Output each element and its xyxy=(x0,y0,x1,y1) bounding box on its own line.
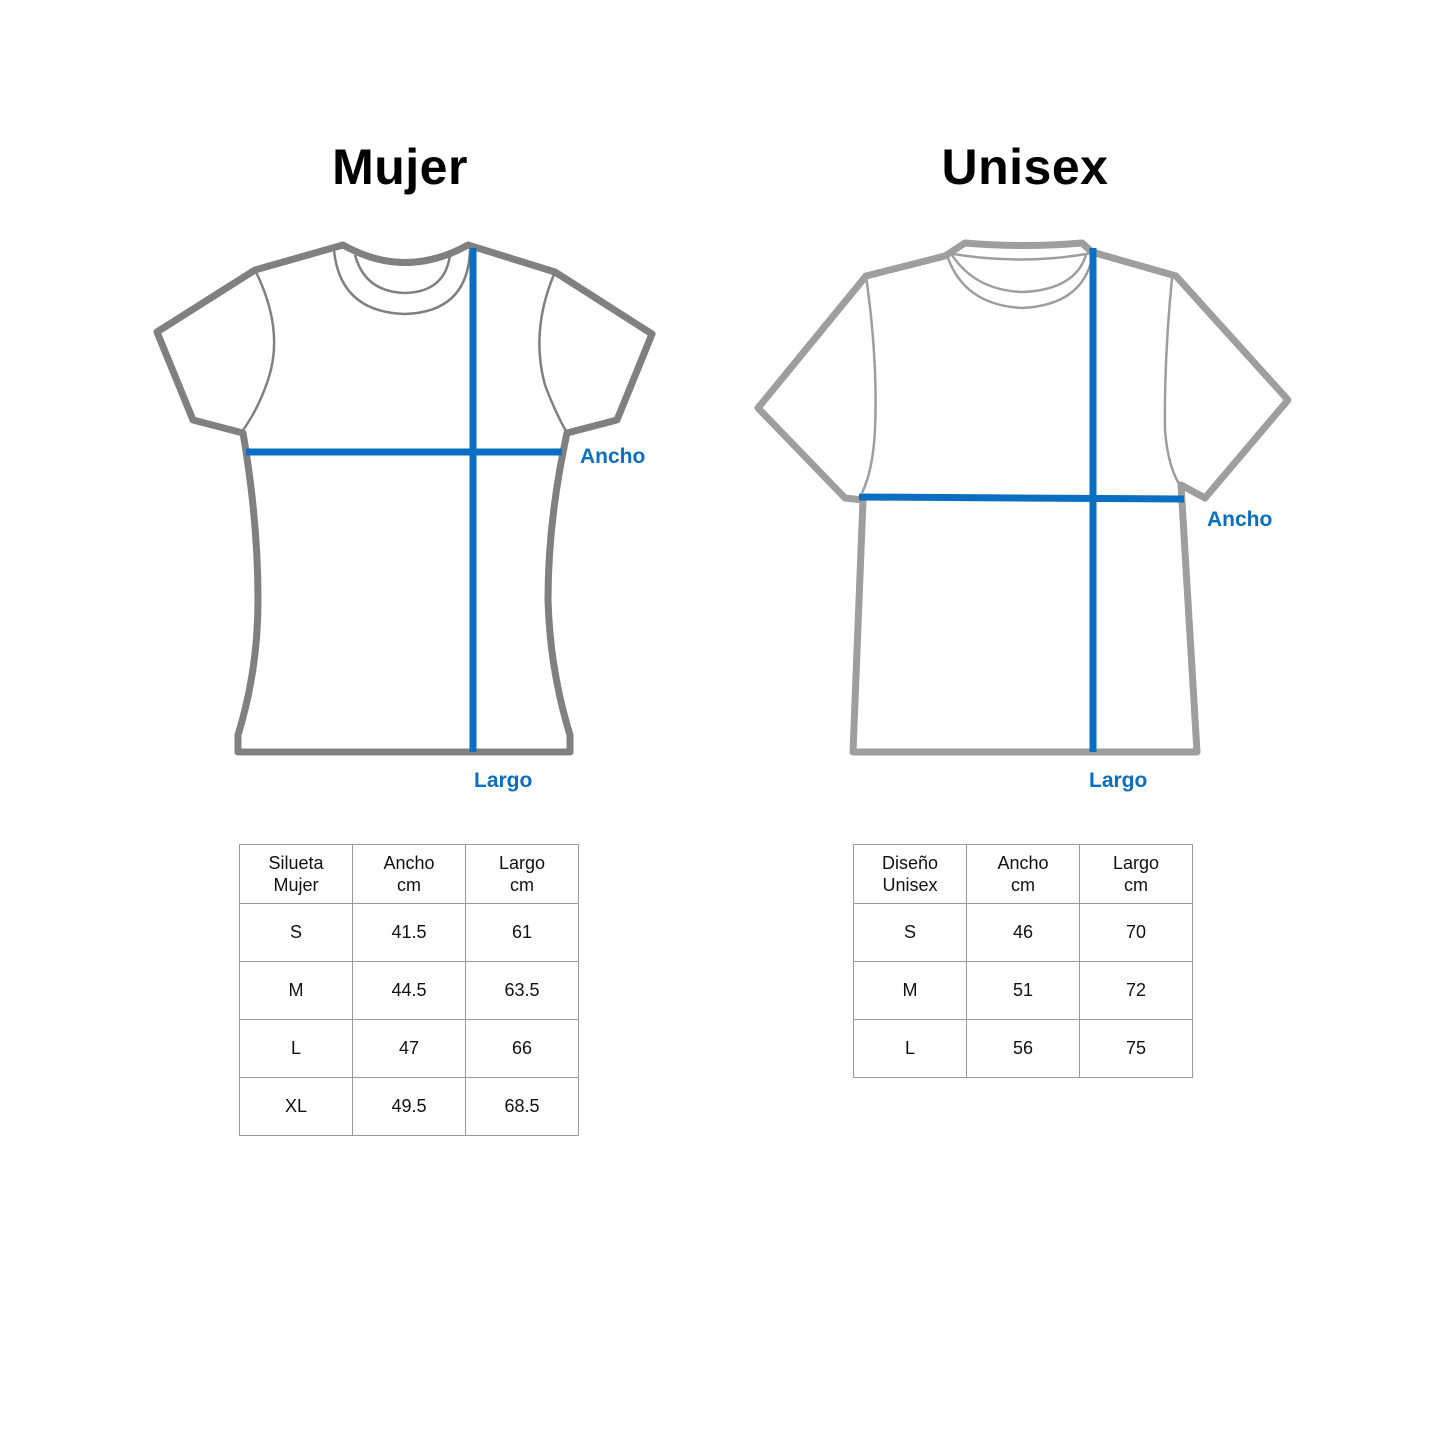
table-row: S 41.5 61 xyxy=(239,903,579,962)
unisex-width-label: Ancho xyxy=(1207,508,1273,531)
womens-tshirt-outline-icon xyxy=(153,241,656,756)
size-cell: M xyxy=(853,961,967,1020)
ancho-cell: 47 xyxy=(352,1019,466,1078)
largo-cell: 61 xyxy=(465,903,579,962)
table-row: M 44.5 63.5 xyxy=(239,961,579,1020)
table-row: XL 49.5 68.5 xyxy=(239,1077,579,1136)
size-cell: S xyxy=(853,903,967,962)
unisex-tshirt-outline-icon xyxy=(754,239,1292,756)
largo-cell: 70 xyxy=(1079,903,1193,962)
size-cell: L xyxy=(239,1019,353,1078)
largo-cell: 66 xyxy=(465,1019,579,1078)
ancho-cell: 44.5 xyxy=(352,961,466,1020)
ancho-cell: 41.5 xyxy=(352,903,466,962)
ancho-cell: 56 xyxy=(966,1019,1080,1078)
table-row: L 47 66 xyxy=(239,1019,579,1078)
largo-cell: 63.5 xyxy=(465,961,579,1020)
unisex-length-label: Largo xyxy=(1089,769,1148,792)
table-row: M 51 72 xyxy=(853,961,1193,1020)
size-cell: L xyxy=(853,1019,967,1078)
ancho-cell: 46 xyxy=(966,903,1080,962)
largo-cell: 68.5 xyxy=(465,1077,579,1136)
shirt-diagrams xyxy=(153,239,1292,756)
largo-cell: 72 xyxy=(1079,961,1193,1020)
ancho-cell: 51 xyxy=(966,961,1080,1020)
table-row: S 46 70 xyxy=(853,903,1193,962)
ancho-cell: 49.5 xyxy=(352,1077,466,1136)
mujer-length-label: Largo xyxy=(474,769,533,792)
unisex-title: Unisex xyxy=(941,139,1109,195)
table-row: L 56 75 xyxy=(853,1019,1193,1078)
size-cell: M xyxy=(239,961,353,1020)
largo-cell: 75 xyxy=(1079,1019,1193,1078)
size-cell: S xyxy=(239,903,353,962)
mujer-width-label: Ancho xyxy=(580,445,646,468)
mujer-title: Mujer xyxy=(332,139,468,195)
size-cell: XL xyxy=(239,1077,353,1136)
